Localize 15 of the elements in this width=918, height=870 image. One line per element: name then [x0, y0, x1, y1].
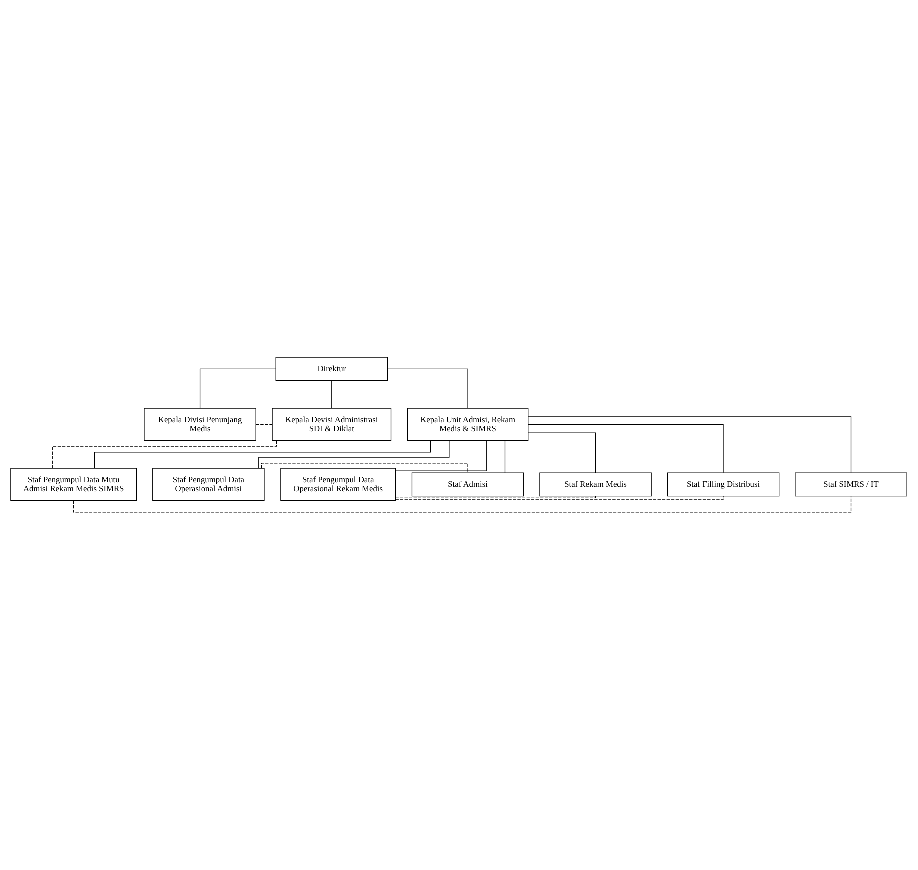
- connector: [256, 424, 273, 425]
- connector: [388, 368, 468, 409]
- connector: [528, 432, 596, 474]
- connector: [504, 440, 506, 474]
- connector: [528, 416, 852, 474]
- connector: [94, 440, 432, 469]
- connector: [528, 424, 724, 474]
- connector: [261, 463, 468, 474]
- connector: [395, 496, 724, 500]
- connector: [258, 440, 450, 469]
- connector: [74, 496, 852, 513]
- connector: [396, 440, 487, 472]
- connector: [52, 440, 278, 469]
- connector: [200, 368, 276, 409]
- connector: [395, 496, 596, 499]
